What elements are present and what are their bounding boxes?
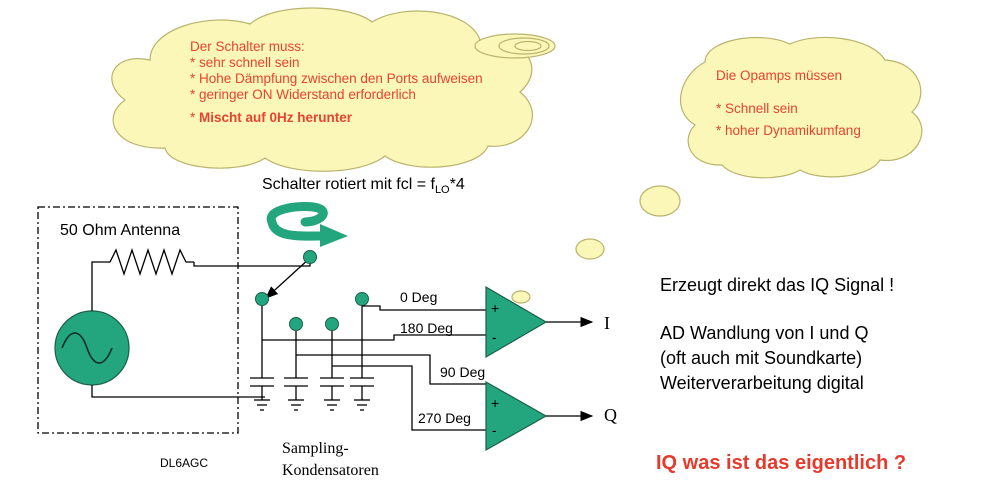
cloud-right-line2: * Schnell sein bbox=[716, 101, 798, 116]
opamp-q bbox=[485, 380, 594, 452]
cloud-right-line1: Die Opamps müssen bbox=[716, 68, 843, 83]
cloud-right bbox=[511, 36, 923, 304]
output-i-label: I bbox=[604, 313, 610, 333]
phase-90-label: 90 Deg bbox=[440, 364, 486, 380]
switch-pivot bbox=[303, 250, 317, 264]
right-text-line4: Weiterverarbeitung digital bbox=[660, 373, 864, 393]
signal-source bbox=[54, 310, 130, 386]
switch-contacts bbox=[255, 292, 369, 331]
switch-caption-text: Schalter rotiert mit fcl = f bbox=[262, 176, 435, 193]
cloud-left-line5-prefix: * bbox=[190, 110, 200, 125]
cloud-left bbox=[111, 7, 556, 172]
opamp-q-minus: - bbox=[492, 422, 497, 438]
switch-caption: Schalter rotiert mit fcl = fLO*4 bbox=[262, 176, 465, 196]
cloud-left-line4: * geringer ON Widerstand erforderlich bbox=[190, 87, 416, 102]
opamp-i-plus: + bbox=[491, 300, 500, 316]
cloud-left-line5: * Mischt auf 0Hz herunter bbox=[190, 110, 483, 126]
right-text-line3: (oft auch mit Soundkarte) bbox=[660, 348, 863, 368]
switch-caption-sub: LO bbox=[434, 184, 450, 197]
cloud-left-line3: * Hohe Dämpfung zwischen den Ports aufwe… bbox=[190, 71, 483, 86]
sampling-capacitors bbox=[250, 377, 374, 411]
cloud-left-line5-bold: Mischt auf 0Hz herunter bbox=[199, 110, 353, 125]
antenna-resistor bbox=[91, 247, 194, 311]
capacitor-label: Sampling- Kondensatoren bbox=[282, 438, 379, 482]
cloud-left-line2: * sehr schnell sein bbox=[190, 55, 300, 70]
phase-180-label: 180 Deg bbox=[400, 320, 453, 336]
phase-270-label: 270 Deg bbox=[418, 410, 471, 426]
question-text: IQ was ist das eigentlich ? bbox=[656, 452, 907, 474]
antenna-box bbox=[37, 206, 239, 434]
opamp-q-plus: + bbox=[491, 395, 500, 411]
opamp-i bbox=[485, 285, 594, 359]
cloud-right-text: Die Opamps müssen * Schnell sein * hoher… bbox=[716, 68, 861, 139]
cloud-left-line1: Der Schalter muss: bbox=[190, 39, 305, 54]
cloud-right-line3: * hoher Dynamikumfang bbox=[716, 123, 861, 138]
opamp-i-minus: - bbox=[492, 329, 497, 345]
antenna-label: 50 Ohm Antenna bbox=[60, 222, 181, 239]
output-q-label: Q bbox=[604, 405, 617, 425]
author-label: DL6AGC bbox=[160, 456, 209, 470]
rotation-arrow bbox=[266, 202, 348, 247]
switch-caption-suffix: *4 bbox=[449, 176, 465, 193]
phase-wiring bbox=[262, 305, 486, 431]
right-text-line2: AD Wandlung von I und Q bbox=[660, 323, 869, 343]
right-text-line1: Erzeugt direkt das IQ Signal ! bbox=[660, 275, 895, 295]
capacitor-label-line1: Sampling- bbox=[282, 440, 349, 457]
cloud-left-text: Der Schalter muss: * sehr schnell sein *… bbox=[190, 39, 483, 126]
capacitor-label-line2: Kondensatoren bbox=[282, 462, 379, 479]
phase-0-label: 0 Deg bbox=[400, 289, 438, 305]
